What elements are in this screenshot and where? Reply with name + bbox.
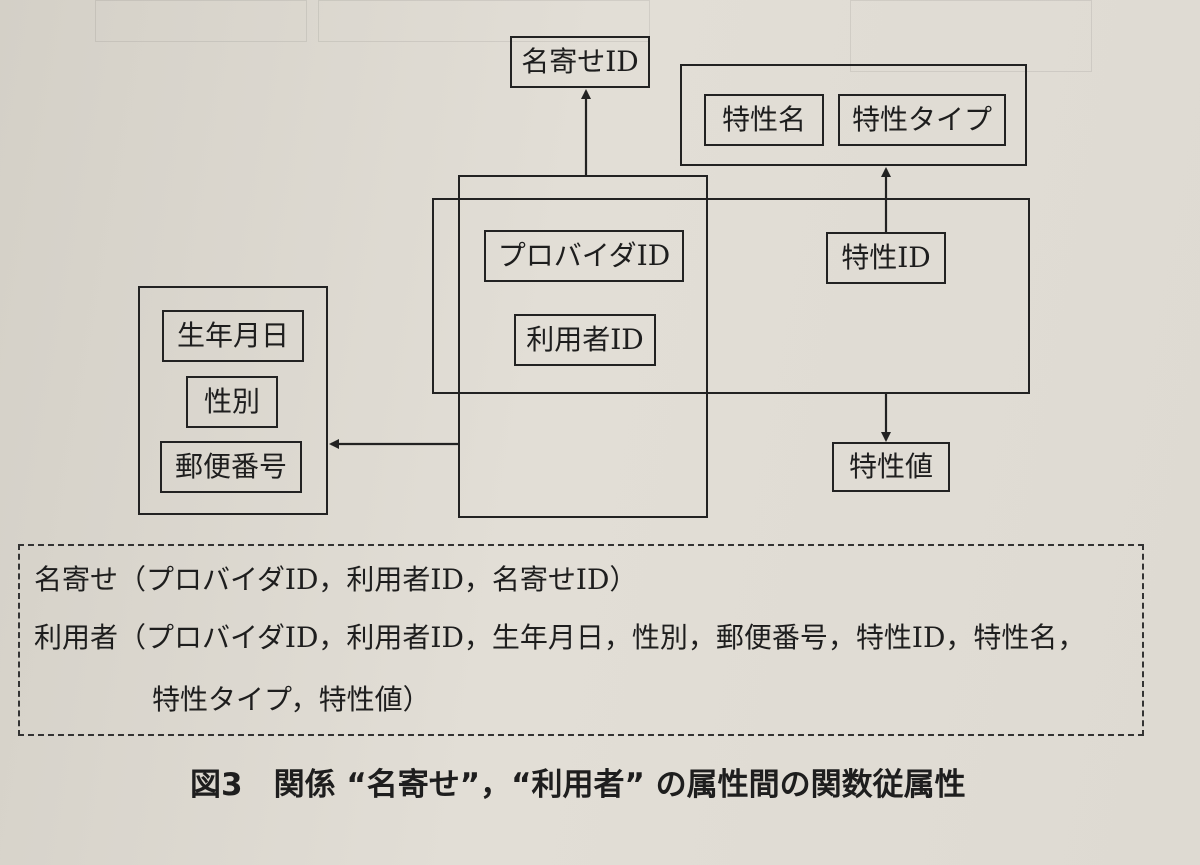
group-tokusei-attributes (680, 64, 1027, 166)
group-riyousha-attributes (138, 286, 328, 515)
node-tokusei-type: 特性タイプ (838, 94, 1006, 146)
relation-schema-box (18, 544, 1144, 736)
figure-caption: 図3 関係 “名寄せ”，“利用者” の属性間の関数従属性 (190, 767, 966, 803)
node-riyousha-id: 利用者ID (514, 314, 656, 366)
node-seibetsu: 性別 (186, 376, 278, 428)
relation-riyousha-line-2: 特性タイプ，特性値） (152, 683, 431, 716)
dependency-arrows (329, 89, 891, 449)
node-nayose-id: 名寄せID (510, 36, 650, 88)
node-yubin-bango: 郵便番号 (160, 441, 302, 493)
show-through-box (318, 0, 650, 42)
node-provider-id: プロバイダID (484, 230, 684, 282)
group-composite-key-with-tokusei (432, 198, 1030, 394)
node-tokusei-chi: 特性値 (832, 442, 950, 492)
node-tokusei-id: 特性ID (826, 232, 946, 284)
relation-nayose: 名寄せ（プロバイダID，利用者ID，名寄せID） (34, 563, 638, 596)
show-through-box (95, 0, 307, 42)
node-seinengappi: 生年月日 (162, 310, 304, 362)
show-through-box (850, 0, 1092, 72)
node-tokusei-mei: 特性名 (704, 94, 824, 146)
relation-riyousha-line-1: 利用者（プロバイダID，利用者ID，生年月日，性別，郵便番号，特性ID，特性名， (34, 621, 1086, 654)
group-provider-riyousha-key (458, 175, 708, 518)
